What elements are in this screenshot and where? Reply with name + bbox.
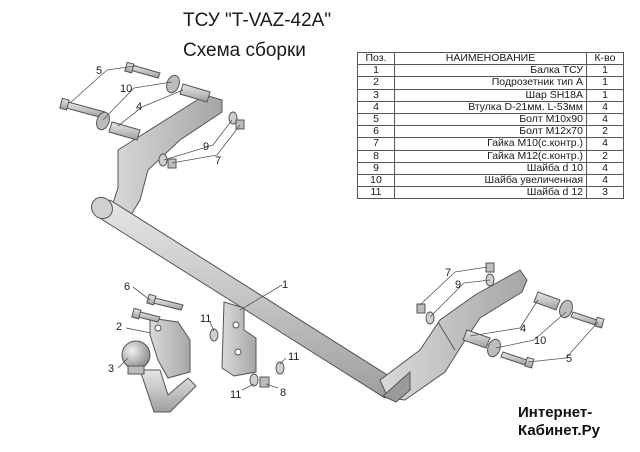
- washer-d12-icon: [209, 328, 219, 342]
- page-subtitle: Схема сборки: [183, 40, 306, 61]
- callout-4: 4: [520, 323, 526, 335]
- bolt-m12x70-icon: [131, 293, 184, 323]
- nut-m10-icon: [167, 158, 177, 169]
- watermark-line-2: Кабинет.Ру: [518, 422, 600, 439]
- watermark-logo: Интернет- Кабинет.Ру: [518, 404, 600, 440]
- callout-10: 10: [534, 335, 546, 347]
- washer-enlarged-icon: [487, 338, 501, 358]
- callout-labels: 5 10 4 9 7 1 6 2 3 11 11 11 8 7 9 4 10 5: [96, 65, 572, 401]
- tow-ball-icon: [121, 340, 197, 413]
- callout-6: 6: [124, 281, 130, 293]
- callout-7: 7: [445, 267, 451, 279]
- nut-m12-icon: [259, 376, 270, 388]
- callout-5: 5: [96, 65, 102, 77]
- callout-9: 9: [203, 141, 209, 153]
- callout-11: 11: [200, 313, 211, 325]
- towbar-beam: [91, 94, 528, 403]
- bolt-m10x90-icon: [500, 351, 535, 369]
- mounting-bracket-icon: [221, 301, 257, 377]
- washer-d12-icon: [249, 373, 259, 387]
- callout-4: 4: [136, 101, 142, 113]
- washer-icon: [158, 153, 168, 167]
- nut-m10-icon: [485, 262, 495, 273]
- table-header-row: Поз. НАИМЕНОВАНИЕ К-во: [357, 51, 624, 66]
- washer-enlarged-icon: [166, 74, 180, 94]
- bolt-m10x90-icon: [124, 61, 161, 79]
- nut-m10-icon: [235, 119, 245, 130]
- bushing-icon: [462, 291, 561, 349]
- callout-1: 1: [282, 279, 288, 291]
- bolt-m10x90-icon: [570, 311, 605, 329]
- socket-plate-icon: [149, 317, 191, 379]
- callout-7: 7: [215, 155, 221, 167]
- callout-11: 11: [230, 389, 241, 401]
- washer-enlarged-icon: [559, 299, 573, 319]
- callout-8: 8: [280, 387, 286, 399]
- callout-10: 10: [120, 83, 132, 95]
- callout-2: 2: [116, 321, 122, 333]
- callout-5: 5: [566, 353, 572, 365]
- table-cell: 11: [357, 186, 395, 200]
- watermark-line-1: Интернет-: [518, 404, 593, 421]
- callout-11: 11: [288, 351, 299, 363]
- washer-d12-icon: [275, 361, 285, 375]
- callout-9: 9: [455, 279, 461, 291]
- bolt-m10x90-icon: [59, 97, 106, 119]
- nut-m10-icon: [416, 303, 426, 314]
- callout-3: 3: [108, 363, 114, 375]
- leader-lines: [69, 65, 599, 391]
- table-cell: 3: [586, 186, 624, 200]
- page-title: ТСУ "T-VAZ-42A": [183, 10, 332, 31]
